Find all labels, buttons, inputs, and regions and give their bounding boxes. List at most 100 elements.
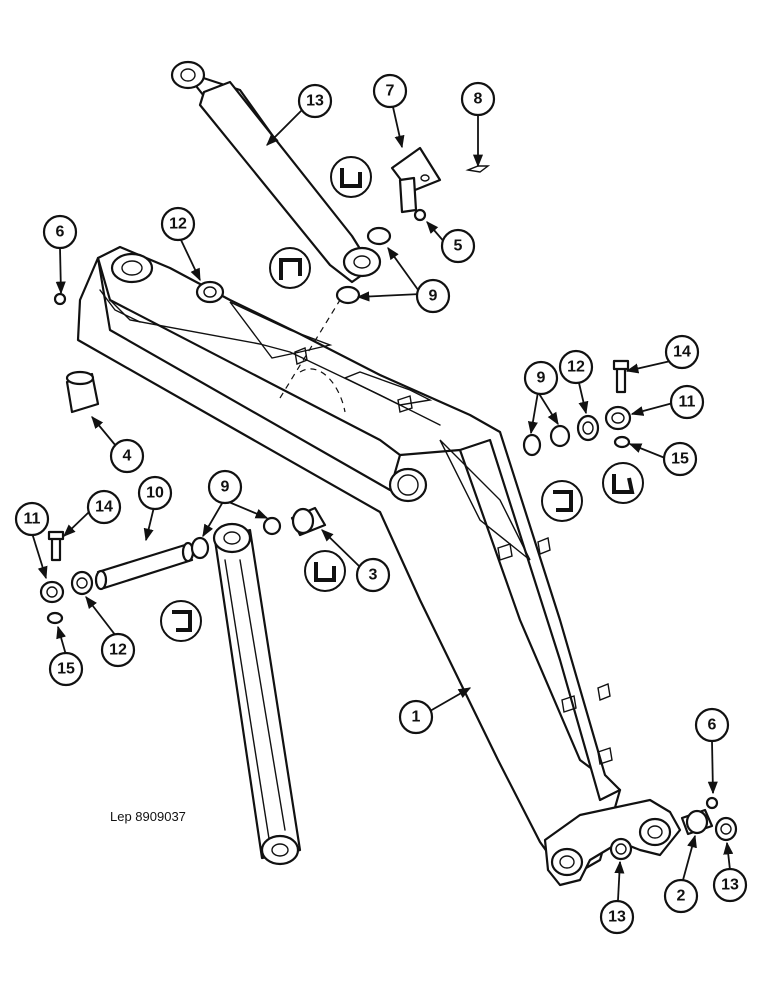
diagram-reference-code: Lep 8909037 <box>110 809 186 824</box>
svg-text:9: 9 <box>537 370 546 387</box>
boom-tab <box>537 537 551 555</box>
callout-5: 5 <box>440 228 476 264</box>
svg-text:12: 12 <box>567 359 585 376</box>
svg-text:13: 13 <box>721 877 739 894</box>
cylinder-top-eye <box>170 60 206 90</box>
washer-11-right <box>604 405 632 431</box>
callout-6-bottom: 6 <box>694 707 730 743</box>
callout-6-top: 6 <box>42 214 78 250</box>
hardware <box>39 146 738 861</box>
svg-text:2: 2 <box>677 888 686 905</box>
callout-13-bottom-right: 13 <box>712 867 748 903</box>
boom-upper-bracket-left <box>229 301 333 359</box>
boom-tab <box>561 695 577 713</box>
boom-assembly <box>76 245 682 887</box>
svg-text:9: 9 <box>429 288 438 305</box>
washer-12-top <box>195 280 225 304</box>
boom-inner-ridge-2 <box>99 289 141 323</box>
boom-foot-eye-right <box>638 817 672 847</box>
lower-cylinder-bottom-eye <box>260 834 300 866</box>
svg-text:11: 11 <box>679 394 696 411</box>
nut-15-right <box>613 435 631 449</box>
grease-nipple-5 <box>413 208 427 222</box>
shim-symbol-icon <box>269 247 311 289</box>
boom-tab <box>597 747 613 765</box>
svg-text:11: 11 <box>24 511 41 528</box>
boom-upper-bracket-right <box>343 371 433 406</box>
callout-12-left: 12 <box>100 632 136 668</box>
shim-symbol-icon <box>541 480 583 522</box>
svg-text:1: 1 <box>412 709 421 726</box>
boom-tab <box>497 543 513 561</box>
leader-lines <box>31 106 734 901</box>
shim-9-left-1 <box>190 536 210 560</box>
callout-12-top: 12 <box>160 206 196 242</box>
nut-15-left <box>46 611 64 625</box>
boom-tab <box>597 683 611 701</box>
bolt-14-right <box>615 366 627 394</box>
svg-text:9: 9 <box>221 479 230 496</box>
washer-11-left <box>39 580 65 604</box>
pin-7-plate <box>390 146 442 194</box>
svg-text:13: 13 <box>306 93 324 110</box>
svg-text:14: 14 <box>673 344 691 361</box>
svg-text:10: 10 <box>146 485 164 502</box>
callout-15-left: 15 <box>48 651 84 687</box>
upper-cylinder <box>170 60 382 284</box>
shim-9-left-2 <box>262 516 282 536</box>
svg-text:15: 15 <box>57 661 75 678</box>
callout-14-right: 14 <box>664 334 700 370</box>
assembly-axis-line <box>279 299 341 399</box>
shim-9-top-2 <box>335 285 361 305</box>
svg-text:15: 15 <box>671 451 689 468</box>
pin-7-shank <box>398 176 418 214</box>
svg-text:6: 6 <box>708 717 717 734</box>
grease-nipple-6-top <box>53 292 67 306</box>
callout-9-right: 9 <box>523 360 559 396</box>
grease-nipple-6-bottom <box>705 796 719 810</box>
callout-7: 7 <box>372 73 408 109</box>
callout-9-top: 9 <box>415 278 451 314</box>
shim-9-right-1 <box>522 433 542 457</box>
shim-symbol-icon <box>304 550 346 592</box>
boom-tab <box>397 395 413 413</box>
shim-symbol-icon <box>330 156 372 198</box>
svg-text:6: 6 <box>56 224 65 241</box>
svg-text:12: 12 <box>169 216 187 233</box>
callout-4: 4 <box>109 438 145 474</box>
callout-13-top: 13 <box>297 83 333 119</box>
callout-1: 1 <box>398 699 434 735</box>
svg-text:4: 4 <box>123 448 132 465</box>
shim-9-top-1 <box>366 226 392 246</box>
svg-text:14: 14 <box>95 499 113 516</box>
bolt-14-left <box>50 536 62 562</box>
callout-13-bottom-left: 13 <box>599 899 635 935</box>
lower-cylinder-top-eye <box>212 522 252 554</box>
boom-foot-eye-left <box>550 847 584 877</box>
pin-10 <box>96 543 194 590</box>
svg-text:12: 12 <box>109 642 127 659</box>
callout-11-left: 11 <box>14 501 50 537</box>
cylinder-bottom-eye <box>342 246 382 278</box>
boom-lower-web <box>439 439 531 561</box>
washer-12-left <box>70 570 94 596</box>
callout-14-left: 14 <box>86 489 122 525</box>
boom-tab <box>294 347 308 365</box>
callout-2: 2 <box>663 878 699 914</box>
shim-symbol-icon <box>160 600 202 642</box>
callout-8: 8 <box>460 81 496 117</box>
lower-cylinder <box>212 522 302 866</box>
callout-11-right: 11 <box>669 384 705 420</box>
bush-13-left <box>609 837 633 861</box>
svg-text:5: 5 <box>454 238 463 255</box>
svg-text:8: 8 <box>474 91 483 108</box>
svg-text:13: 13 <box>608 909 626 926</box>
clip-8 <box>465 165 491 173</box>
shim-orientation-symbols <box>160 156 644 642</box>
shim-9-right-2 <box>549 424 571 448</box>
callout-15-right: 15 <box>662 441 698 477</box>
callout-10: 10 <box>137 475 173 511</box>
callout-3: 3 <box>355 557 391 593</box>
boom-pivot-boss <box>388 467 428 503</box>
